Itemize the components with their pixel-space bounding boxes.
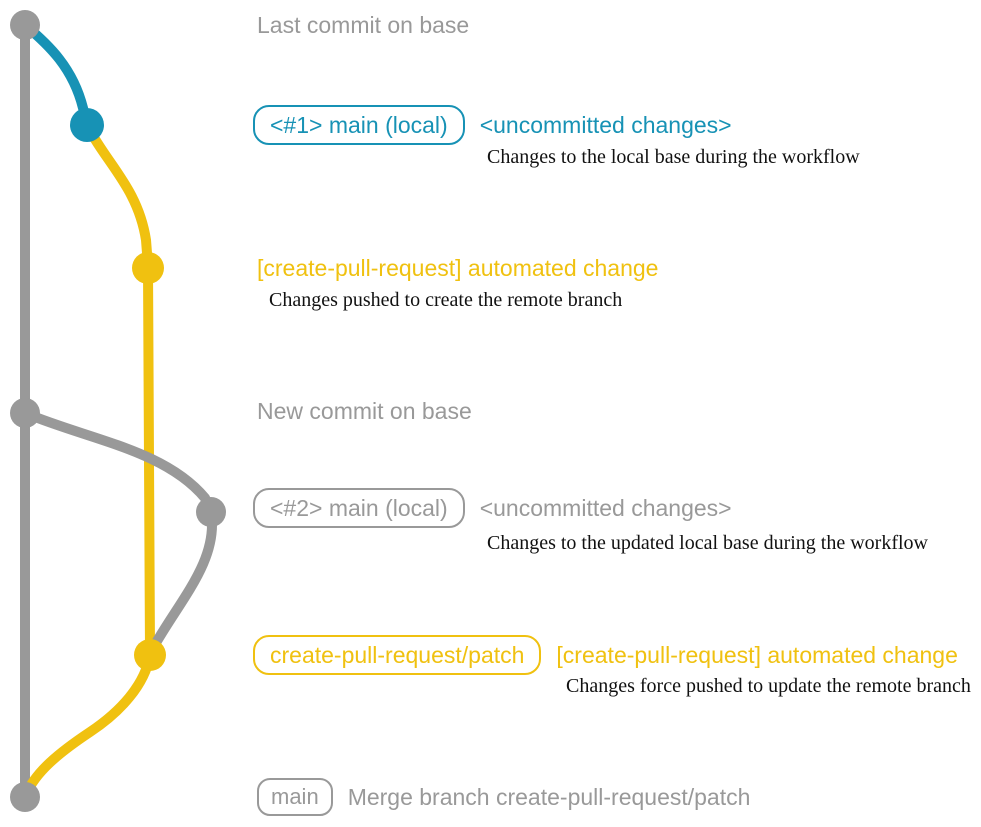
note-force-pushed-update: Changes force pushed to update the remot… bbox=[566, 675, 971, 697]
patch-branch-line-upper bbox=[82, 120, 153, 271]
event-title-new-commit: New commit on base bbox=[257, 398, 472, 424]
commit-row-patch-branch: create-pull-request/patch [create-pull-r… bbox=[253, 635, 958, 675]
note-updated-local-base-changes: Changes to the updated local base during… bbox=[487, 532, 928, 554]
commit-dot-automated-change bbox=[132, 252, 164, 284]
note-local-base-changes: Changes to the local base during the wor… bbox=[487, 146, 860, 168]
branch-label-main-local-1: <#1> main (local) bbox=[253, 105, 465, 145]
branch-label-main-local-2: <#2> main (local) bbox=[253, 488, 465, 528]
commit-dot-uncommitted-1 bbox=[70, 108, 104, 142]
commit-dot-new-base bbox=[10, 398, 40, 428]
patch-branch-merge-line bbox=[21, 650, 155, 800]
commit-message-automated-change-2: [create-pull-request] automated change bbox=[556, 642, 958, 668]
commit-dot-merge bbox=[10, 782, 40, 812]
main-local-rebase-line bbox=[20, 408, 216, 515]
commit-message-merge: Merge branch create-pull-request/patch bbox=[347, 784, 751, 810]
commit-message-uncommitted-1: <uncommitted changes> bbox=[479, 112, 732, 138]
branch-label-main: main bbox=[257, 778, 333, 816]
branch-label-patch: create-pull-request/patch bbox=[253, 635, 542, 675]
note-pushed-create-branch: Changes pushed to create the remote bran… bbox=[269, 289, 623, 311]
commit-message-uncommitted-2: <uncommitted changes> bbox=[479, 495, 732, 521]
commit-dot-last-base bbox=[10, 10, 40, 40]
commit-dot-uncommitted-2 bbox=[196, 497, 226, 527]
main-local-branch-line bbox=[20, 20, 92, 129]
commit-row-merge: main Merge branch create-pull-request/pa… bbox=[257, 778, 750, 816]
commit-row-main-local-1: <#1> main (local) <uncommitted changes> bbox=[253, 105, 732, 145]
commit-row-main-local-2: <#2> main (local) <uncommitted changes> bbox=[253, 488, 732, 528]
main-local-force-push-line bbox=[148, 507, 218, 653]
commit-dot-force-pushed bbox=[134, 639, 166, 671]
commit-message-automated-change-1: [create-pull-request] automated change bbox=[257, 255, 659, 281]
event-title-last-commit: Last commit on base bbox=[257, 12, 470, 38]
